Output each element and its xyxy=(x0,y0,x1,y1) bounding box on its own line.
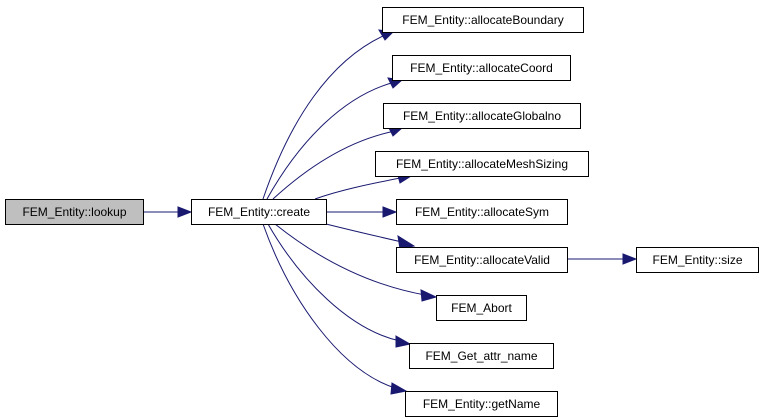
node-allocate-boundary[interactable]: FEM_Entity::allocateBoundary xyxy=(382,7,584,33)
edge-create-allocateValid xyxy=(325,223,416,250)
edge-create-getAttrName xyxy=(267,223,412,348)
node-size[interactable]: FEM_Entity::size xyxy=(636,247,759,273)
node-fem-abort[interactable]: FEM_Abort xyxy=(436,295,527,321)
node-allocate-globalno[interactable]: FEM_Entity::allocateGlobalno xyxy=(383,103,581,129)
node-lookup[interactable]: FEM_Entity::lookup xyxy=(5,199,144,225)
edge-create-abort xyxy=(274,223,438,302)
node-allocate-coord[interactable]: FEM_Entity::allocateCoord xyxy=(392,55,571,81)
node-get-attr-name[interactable]: FEM_Get_attr_name xyxy=(409,343,554,369)
edge-create-allocateSym xyxy=(326,206,398,218)
edge-create-allocateCoord xyxy=(266,77,404,200)
node-allocate-sym[interactable]: FEM_Entity::allocateSym xyxy=(396,199,568,225)
node-get-name[interactable]: FEM_Entity::getName xyxy=(405,391,558,417)
edge-lookup-create xyxy=(143,206,193,218)
node-allocate-mesh-sizing[interactable]: FEM_Entity::allocateMeshSizing xyxy=(375,151,589,177)
node-allocate-valid[interactable]: FEM_Entity::allocateValid xyxy=(396,247,568,273)
edge-valid-size xyxy=(567,253,638,265)
edge-create-getName xyxy=(262,223,408,395)
node-create[interactable]: FEM_Entity::create xyxy=(191,199,327,225)
